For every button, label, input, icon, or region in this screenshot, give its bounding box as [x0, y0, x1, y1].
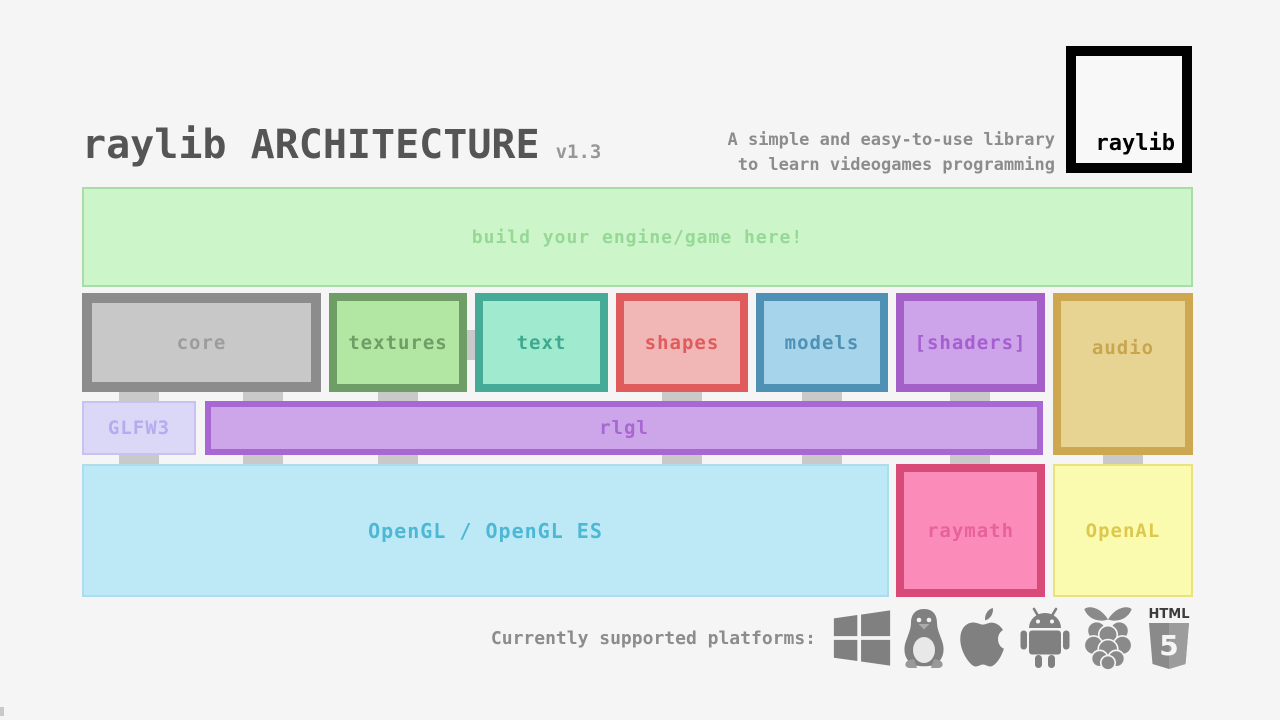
linux-icon [901, 607, 947, 669]
box-rlgl: rlgl [205, 401, 1043, 455]
html5-icon-top-text: HTML [1149, 607, 1190, 622]
page-title: raylib ARCHITECTURE [82, 122, 540, 168]
raylib-logo-text: raylib [1095, 131, 1175, 156]
tagline-line-1: A simple and easy-to-use library [727, 130, 1055, 150]
windows-icon [832, 608, 892, 668]
module-shapes-label: shapes [644, 331, 720, 354]
connector [119, 451, 159, 467]
module-models: models [756, 293, 888, 392]
module-models-label: models [784, 331, 860, 354]
module-shaders-label: [shaders] [914, 331, 1027, 354]
box-rlgl-label: rlgl [599, 417, 649, 439]
module-audio-label: audio [1091, 337, 1155, 359]
connector [378, 388, 418, 404]
box-raymath-label: raymath [926, 519, 1015, 542]
box-opengl: OpenGL / OpenGL ES [82, 464, 889, 597]
html5-icon-number: 5 [1159, 629, 1178, 662]
platforms-label: Currently supported platforms: [490, 627, 816, 649]
module-core: core [82, 293, 321, 392]
engine-box: build your engine/game here! [82, 187, 1193, 287]
box-openal-label: OpenAL [1085, 519, 1161, 542]
module-text-label: text [516, 331, 567, 354]
connector [662, 451, 702, 467]
android-icon [1019, 607, 1071, 669]
box-raymath: raymath [896, 464, 1045, 597]
connector [119, 388, 159, 404]
supported-platforms: Currently supported platforms: [0, 601, 1193, 675]
module-shaders: [shaders] [896, 293, 1045, 392]
connector [802, 451, 842, 467]
connector [378, 451, 418, 467]
edge-artifact [0, 707, 4, 716]
connector [243, 388, 283, 404]
box-glfw3: GLFW3 [82, 401, 196, 455]
connector [662, 388, 702, 404]
version-label: v1.3 [555, 141, 602, 163]
connector [1103, 451, 1143, 467]
module-audio: audio [1053, 293, 1193, 455]
module-shapes: shapes [616, 293, 748, 392]
module-textures: textures [329, 293, 467, 392]
raspberry-pi-icon [1080, 605, 1136, 671]
raylib-logo: raylib [1066, 46, 1192, 173]
tagline: A simple and easy-to-use library to lear… [727, 128, 1055, 178]
connector [243, 451, 283, 467]
connector [950, 451, 990, 467]
connector [950, 388, 990, 404]
module-textures-label: textures [348, 331, 448, 354]
engine-box-label: build your engine/game here! [471, 226, 804, 248]
module-core-label: core [176, 331, 227, 354]
box-glfw3-label: GLFW3 [107, 417, 171, 439]
box-openal: OpenAL [1053, 464, 1193, 597]
module-text: text [475, 293, 608, 392]
apple-icon [956, 607, 1010, 669]
connector [802, 388, 842, 404]
box-opengl-label: OpenGL / OpenGL ES [368, 518, 603, 543]
html5-icon: HTML 5 [1145, 605, 1193, 671]
page-title-row: raylib ARCHITECTURE v1.3 [82, 122, 601, 168]
tagline-line-2: to learn videogames programming [737, 155, 1055, 175]
